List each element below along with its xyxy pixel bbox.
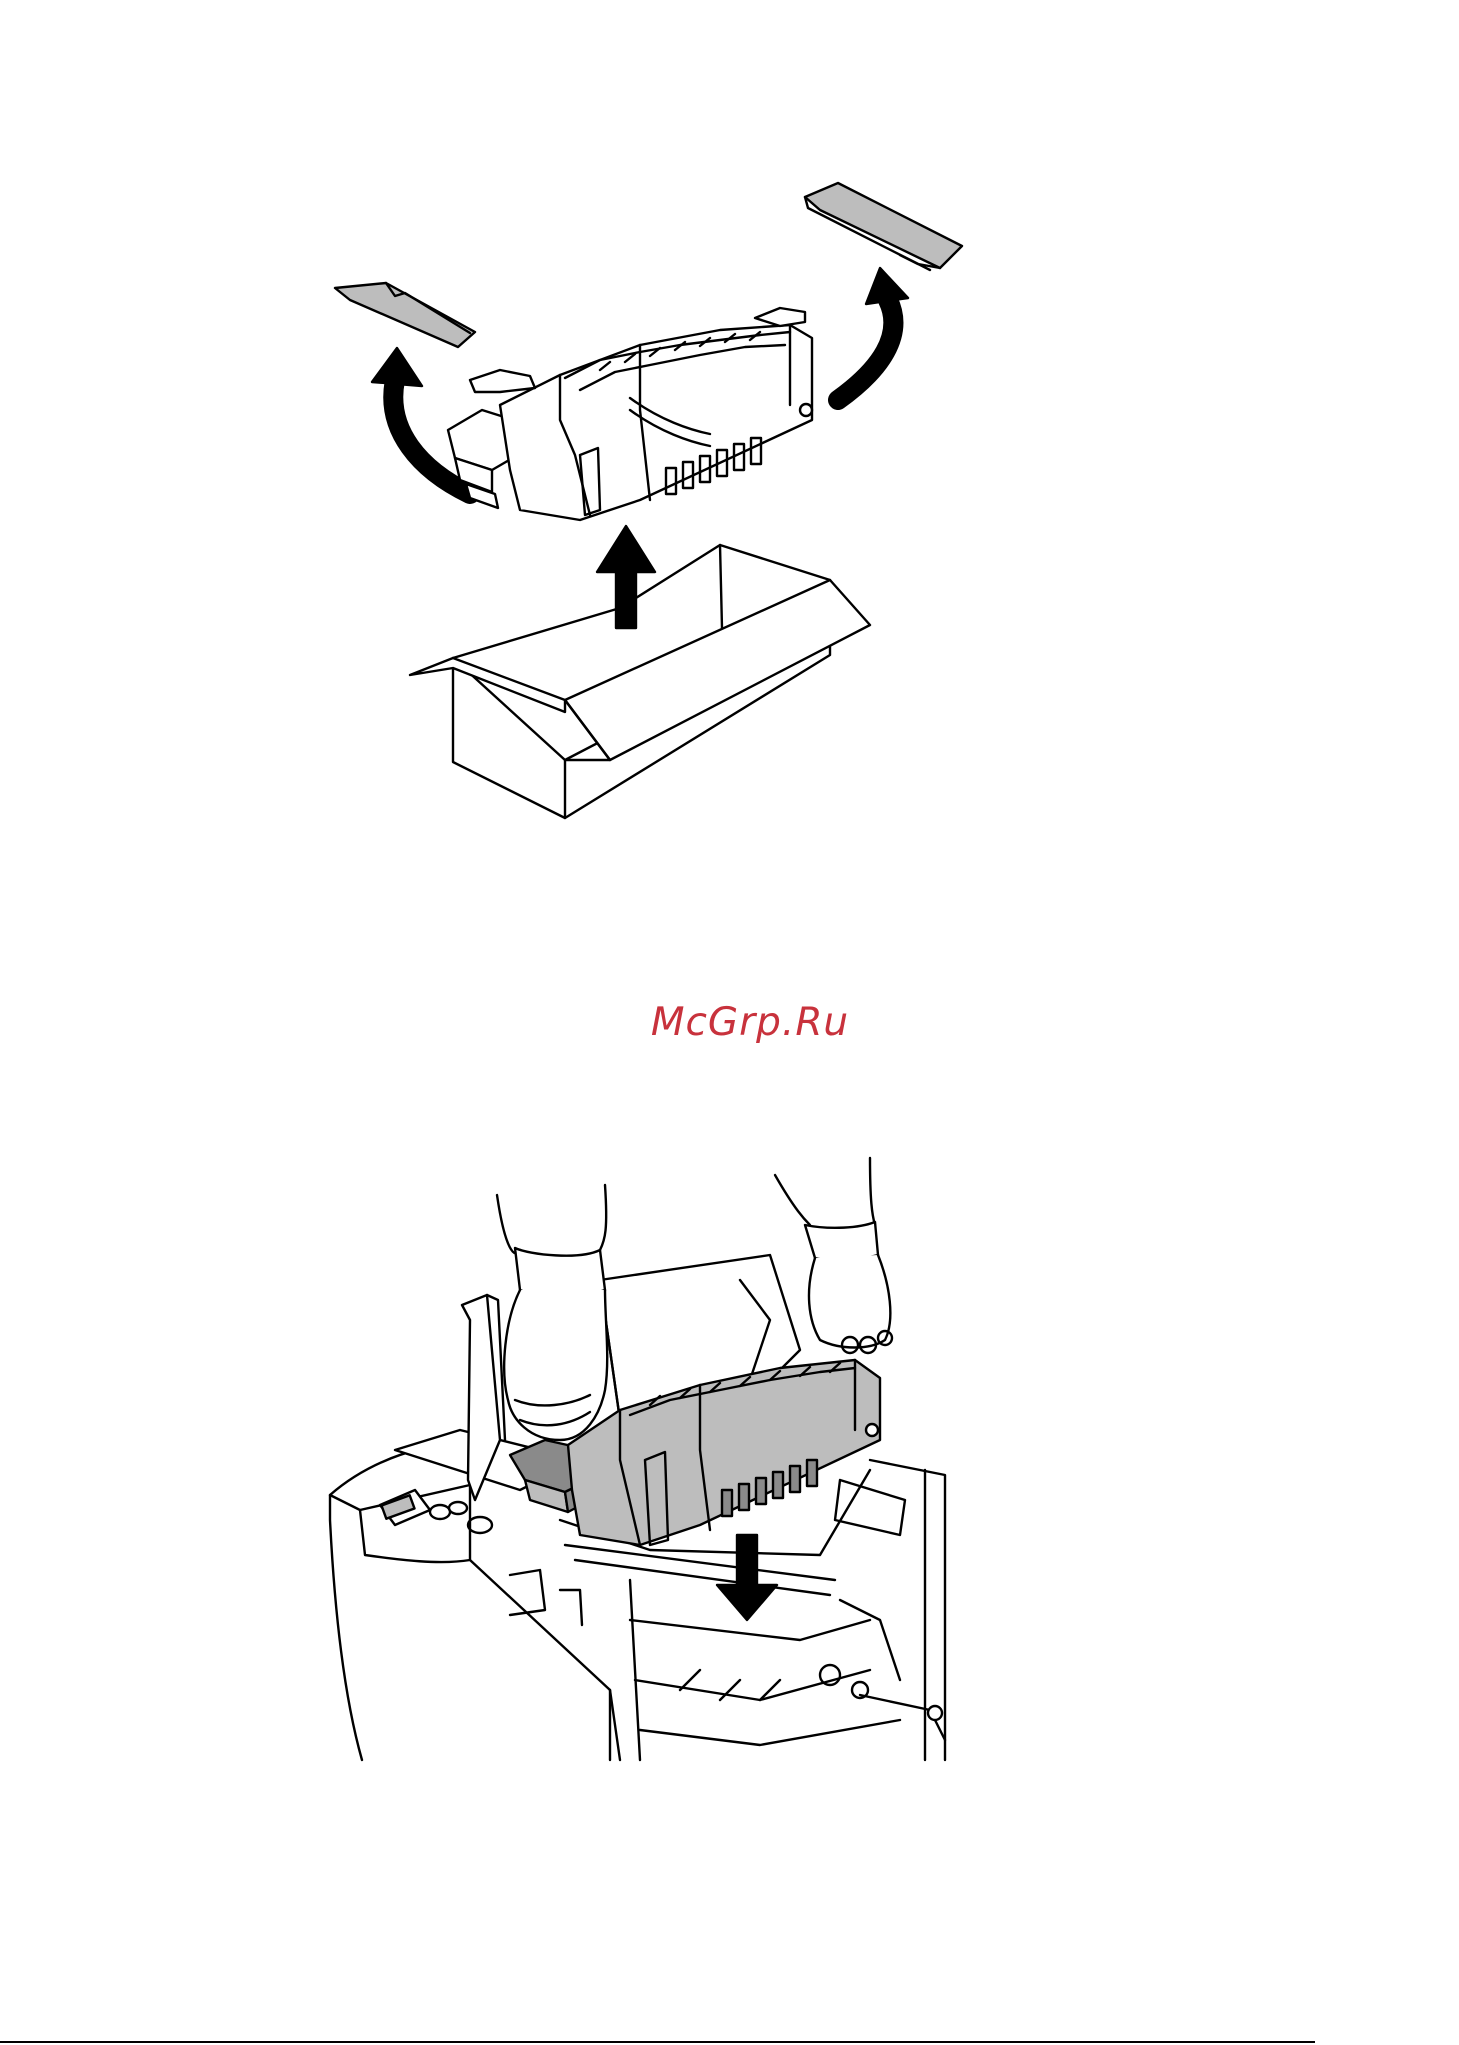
arrow-down-icon xyxy=(717,1535,777,1620)
footer-rule xyxy=(0,2041,1315,2043)
left-arm xyxy=(497,1185,607,1440)
